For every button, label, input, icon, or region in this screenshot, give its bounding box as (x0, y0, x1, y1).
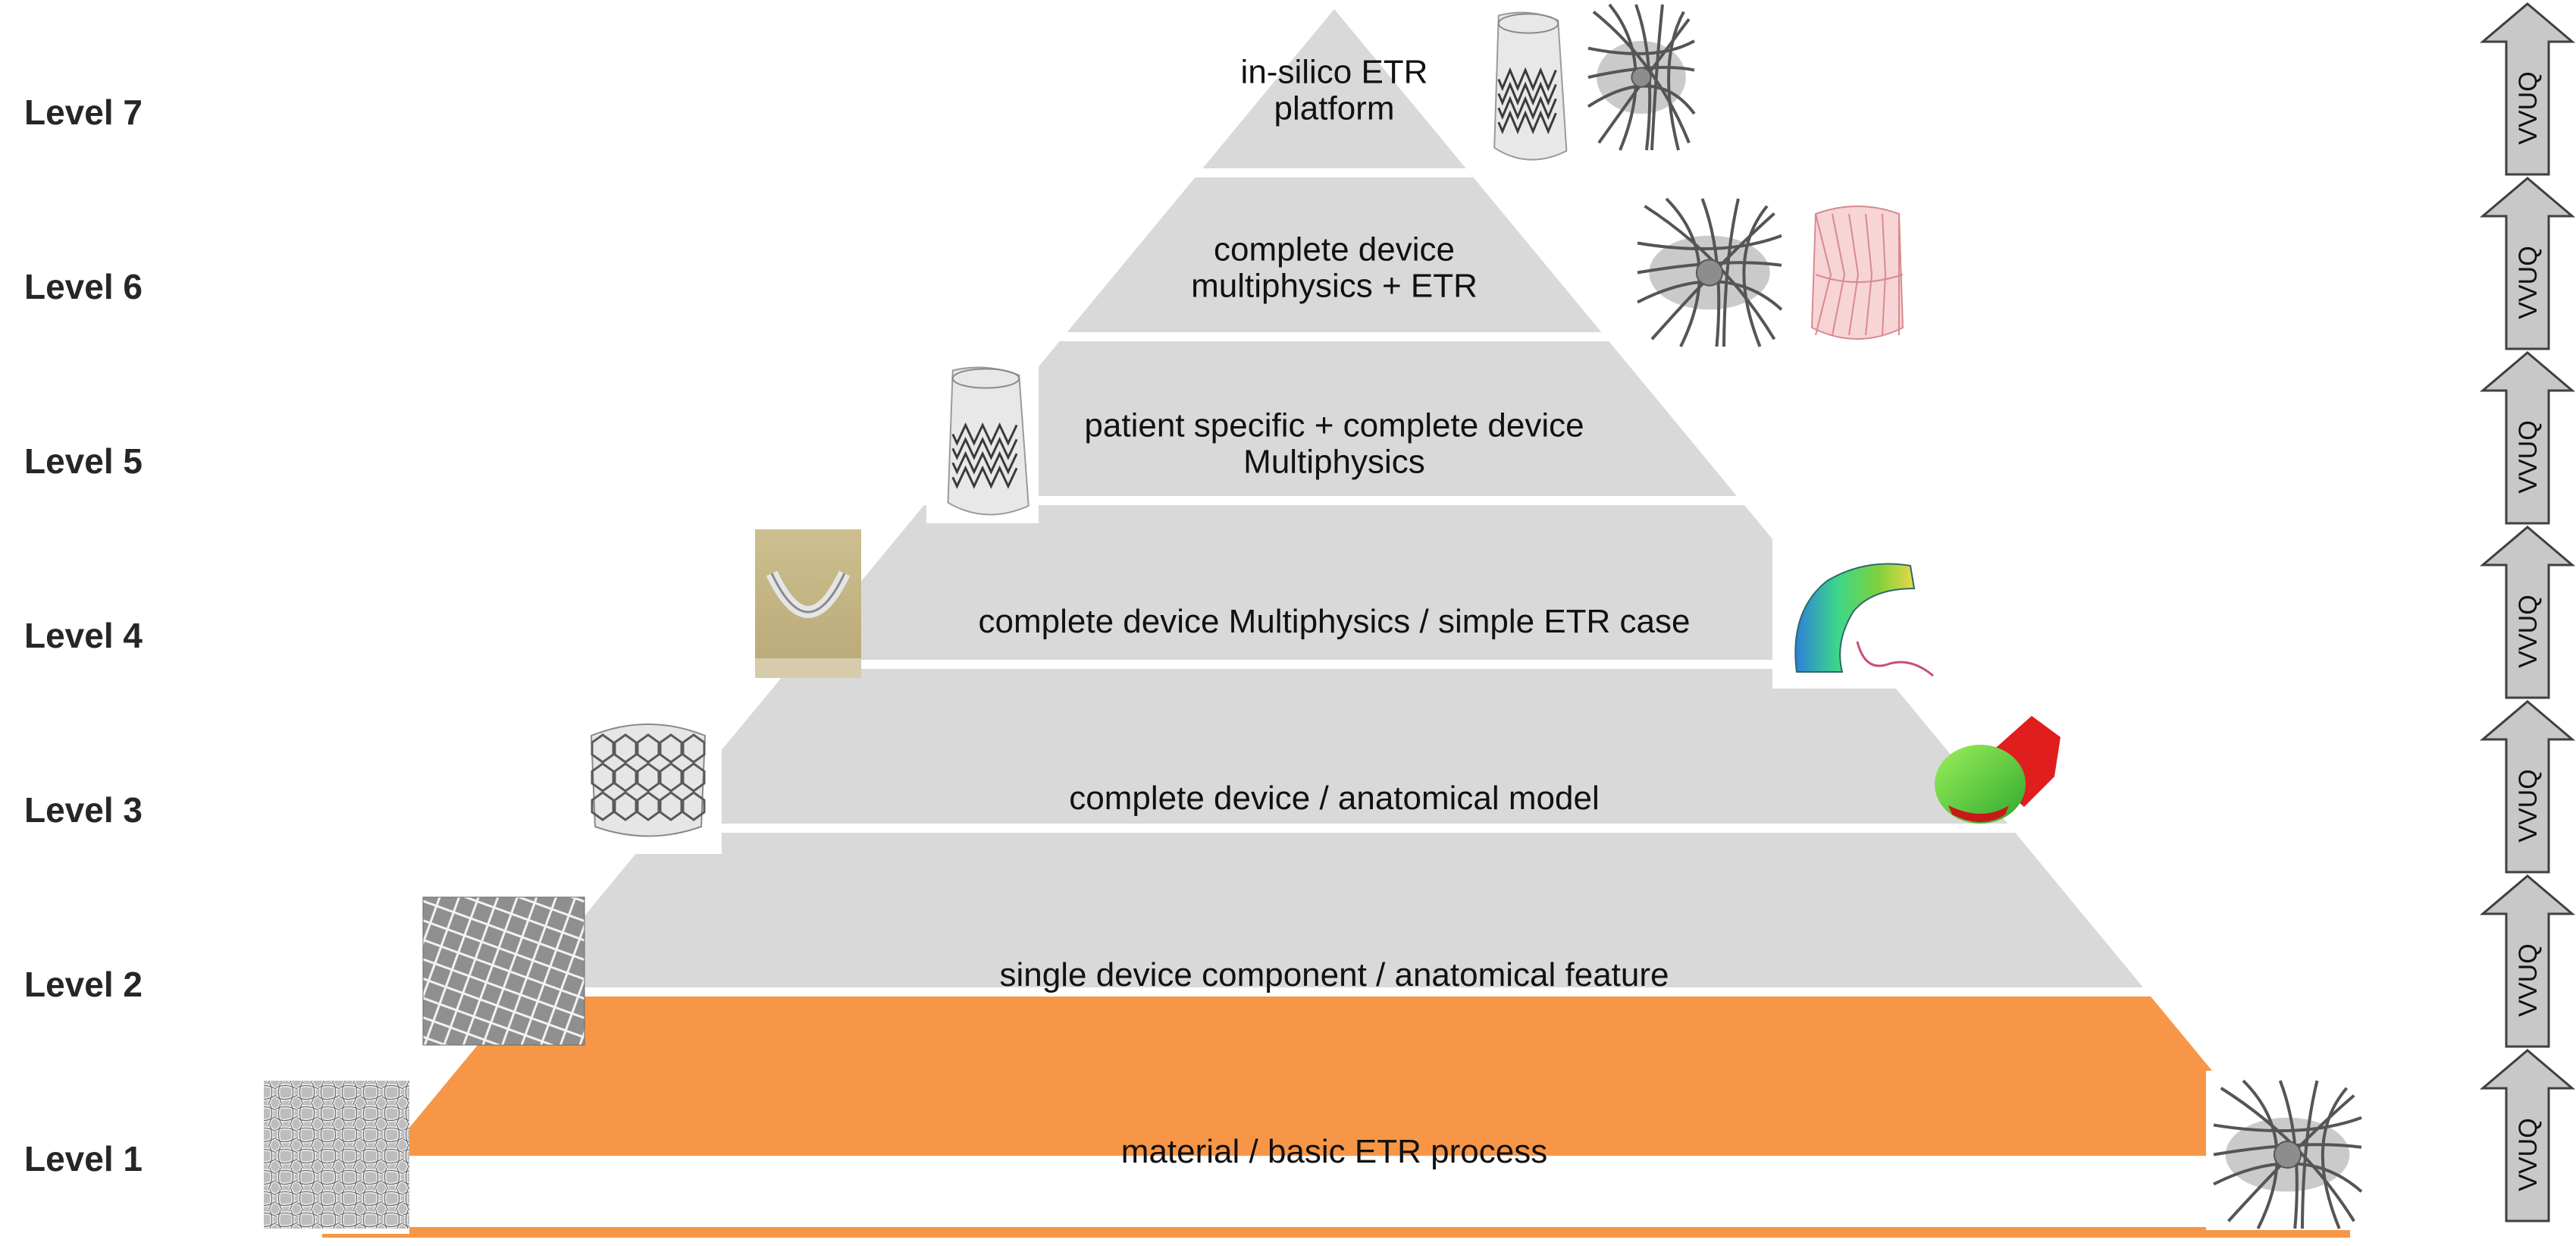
pyramid-tier-level-2 (525, 833, 2143, 987)
pyramid-tier-level-4 (796, 505, 1872, 660)
level-5-description-line-2: Multiphysics (1243, 444, 1425, 481)
pyramid-tiers (322, 9, 2350, 1238)
vvuq-arrows: VVUQ VVUQ VVUQ VVUQ VVUQ VVUQ VVUQ (2479, 2, 2576, 1222)
level-5-description-line-1: patient specific + complete device (1084, 406, 1584, 444)
beige-valve-cross-section-icon (755, 529, 861, 678)
level-2-description: single device component / anatomical fea… (999, 956, 1669, 993)
level-1-description: material / basic ETR process (1120, 1132, 1548, 1170)
level-6-description: complete device multiphysics + ETR (1191, 231, 1478, 306)
pink-valve-mesh-icon (1810, 206, 1904, 340)
pyramid-tier-level-1 (386, 996, 2283, 1156)
level-3-description-line-1: complete device / anatomical model (1069, 779, 1600, 817)
vvuq-arrow-label-level-3: VVUQ (2514, 769, 2543, 842)
cell-fiber-network-icon (2213, 1079, 2363, 1229)
vvuq-arrow-level-3 (2479, 700, 2576, 874)
level-1-base-ledge (322, 1227, 2350, 1238)
vvuq-arrow-label-level-2: VVUQ (2514, 943, 2543, 1016)
level-7-description: in-silico ETR platform (1240, 53, 1428, 128)
vvuq-arrow-label-level-5: VVUQ (2514, 420, 2543, 493)
vvuq-arrow-label-level-7: VVUQ (2514, 71, 2543, 144)
stent-mesh-photo-icon (422, 896, 585, 1046)
cell-fiber-network-icon (1637, 197, 1783, 347)
vvuq-arrow-label-level-1: VVUQ (2514, 1118, 2543, 1191)
pyramid-tier-level-5 (932, 341, 1737, 496)
illustration-images (258, 3, 2369, 1234)
level-6-label: Level 6 (24, 267, 143, 306)
stented-valve-in-tissue-icon (947, 366, 1029, 516)
level-4-description: complete device Multiphysics / simple ET… (978, 602, 1691, 640)
vvuq-arrow-level-1 (2479, 1049, 2576, 1222)
fiber-scaffold-sem-icon (264, 1081, 409, 1229)
level-4-label: Level 4 (24, 616, 143, 655)
vvuq-arrow-level-5 (2479, 351, 2576, 525)
level-5-description: patient specific + complete device Multi… (1084, 406, 1584, 482)
vvuq-arrow-level-6 (2479, 177, 2576, 350)
level-1-label: Level 1 (24, 1139, 143, 1179)
pyramid-tier-level-3 (660, 669, 2008, 824)
valve-stent-frame-icon (590, 723, 707, 837)
vvuq-arrow-level-2 (2479, 874, 2576, 1048)
vvuq-arrow-label-level-6: VVUQ (2514, 246, 2543, 319)
level-6-description-line-2: multiphysics + ETR (1191, 268, 1478, 305)
level-2-label: Level 2 (24, 965, 143, 1004)
green-red-anatomy-icon (1935, 716, 2060, 824)
level-1-description-line-1: material / basic ETR process (1120, 1132, 1548, 1170)
vvuq-arrow-level-7 (2479, 2, 2576, 176)
level-3-label: Level 3 (24, 790, 143, 830)
stented-valve-in-tissue-icon (1493, 11, 1568, 161)
pyramid-tier-level-6 (1067, 177, 1602, 332)
level-7-description-line-2: platform (1274, 90, 1395, 127)
vvuq-arrow-label-level-4: VVUQ (2514, 595, 2543, 667)
level-7-description-line-1: in-silico ETR (1240, 53, 1428, 91)
level-4-description-line-1: complete device Multiphysics / simple ET… (978, 602, 1691, 640)
level-6-description-line-1: complete device (1214, 231, 1455, 268)
level-2-description-line-1: single device component / anatomical fea… (999, 956, 1669, 993)
pyramid-tier-level-7 (1202, 9, 1466, 168)
level-5-label: Level 5 (24, 441, 143, 481)
level-3-description: complete device / anatomical model (1069, 780, 1599, 817)
cell-fiber-network-icon (1587, 3, 1696, 151)
level-7-label: Level 7 (24, 93, 143, 132)
vvuq-arrow-level-4 (2479, 526, 2576, 699)
flow-simulation-vessel-icon (1794, 563, 1934, 677)
